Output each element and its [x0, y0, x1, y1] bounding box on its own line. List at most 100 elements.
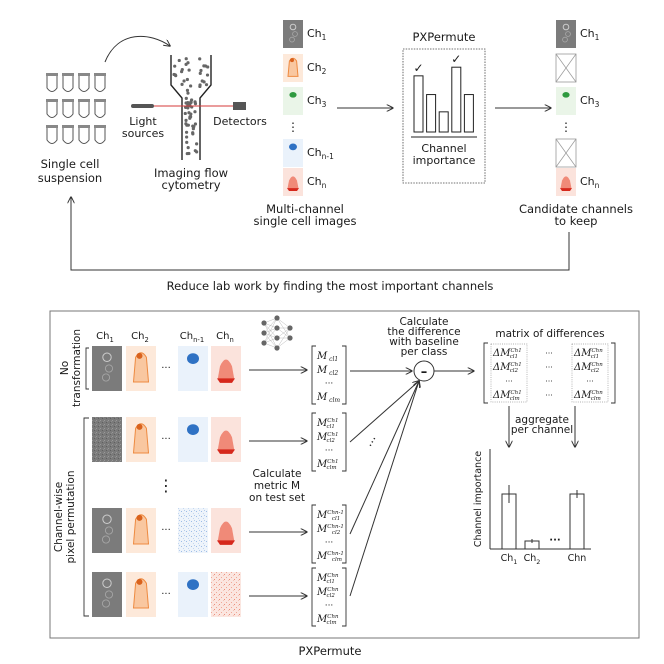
row-image-tile: [211, 508, 241, 553]
minus-icon: –: [421, 365, 428, 380]
svg-text:···: ···: [325, 379, 334, 389]
svg-text:···: ···: [545, 377, 553, 386]
kept-channel-label: Chn: [580, 175, 600, 190]
cell-dot: [172, 72, 176, 77]
multichannel-label-1: Multi-channel: [266, 202, 344, 216]
lines-ellipsis: ···: [364, 434, 382, 451]
permuted-image-row: ···: [92, 508, 307, 553]
chart-bar-Chn: [569, 493, 585, 550]
channel-label: Chn: [307, 175, 327, 190]
pxpermute-panel-frame: [49, 310, 640, 639]
no-transform-label-2: transformation: [71, 329, 83, 407]
cell-dot: [180, 82, 184, 87]
perm-to-diff-arrow: [349, 381, 419, 597]
x-tick-label: Ch2: [524, 553, 541, 566]
channel-label: Ch3: [307, 94, 327, 109]
columns-ellipsis: ···: [161, 363, 171, 374]
cell-dot: [198, 57, 202, 61]
cell-dot: [184, 118, 188, 123]
calc-diff-label-3: with baseline: [389, 336, 459, 348]
bar-ellipsis: ···: [549, 535, 560, 546]
calc-metric-label-3: on test set: [249, 492, 305, 504]
cell-dot: [188, 101, 192, 105]
cell-dot: [193, 149, 197, 153]
importance-bar: [463, 94, 474, 133]
columns-ellipsis: ···: [161, 589, 171, 600]
column-header: Chn: [216, 331, 234, 344]
cell-dot: [193, 122, 198, 126]
kept-label-2: to keep: [555, 214, 598, 228]
x-tick-label: Chn: [568, 553, 587, 564]
row-image-tile: [126, 572, 156, 617]
perm-to-diff-arrow: [349, 381, 419, 535]
row-image-tile: [178, 346, 208, 391]
tube-icon: [94, 99, 106, 118]
row-image-tile: [211, 417, 241, 462]
permutation-label-1: Channel-wise: [53, 482, 65, 552]
importance-bar: [451, 66, 462, 133]
cell-dot: [200, 79, 204, 83]
cell-dot: [204, 83, 209, 87]
channel-image-5: [283, 168, 303, 196]
light-sources-label-2: sources: [122, 127, 165, 140]
row-group-no-transform: No transformation: [59, 329, 89, 407]
cell-dot: [184, 62, 188, 67]
flow-cytometer-icon: [131, 55, 246, 160]
importance-bar: [413, 75, 424, 133]
flow-arrow-icon: [104, 35, 170, 63]
cell-dot: [189, 84, 193, 88]
check-icon: ✓: [451, 52, 461, 66]
cell-dot: [191, 131, 195, 135]
pxpermute-bars: ✓✓: [413, 52, 474, 133]
channel-image-1: [283, 20, 303, 48]
footer-pxpermute-label: PXPermute: [298, 644, 361, 658]
permuted-image-row: ···: [92, 572, 307, 617]
cell-dot: [180, 70, 184, 74]
kept-vertical-ellipsis: ⋮: [560, 120, 572, 134]
column-header: Chn-1: [180, 331, 204, 344]
permuted-image-row: ···: [92, 417, 307, 462]
removed-channel-icon: [555, 53, 577, 83]
suspension-label-1: Single cell: [41, 157, 100, 171]
cell-dot: [184, 101, 188, 105]
metric-entry: M cl1: [316, 351, 338, 363]
cell-dot: [198, 83, 202, 87]
no-transform-label-1: No: [59, 361, 71, 375]
row-image-tile: [211, 346, 241, 391]
detectors-label: Detectors: [213, 115, 267, 128]
row-image-tile: [92, 417, 122, 462]
cell-dot: [185, 77, 189, 82]
kept-channel-label: Ch1: [580, 27, 600, 42]
tube-icon: [78, 73, 90, 92]
aggregate-label-2: per channel: [511, 424, 573, 436]
y-axis-label: Channel importance: [473, 451, 484, 547]
tube-rack-icon: [46, 73, 106, 144]
row-image-tile: [178, 417, 208, 462]
tube-icon: [46, 125, 58, 144]
row-image-tile: [211, 572, 241, 617]
kept-channel-image: [556, 168, 576, 196]
cell-dot: [186, 123, 190, 127]
top-panel: Single cell suspension Light sources Det…: [38, 20, 633, 293]
tube-icon: [62, 99, 74, 118]
cell-dot: [184, 130, 189, 134]
cell-dot: [195, 142, 199, 146]
metric-entry: M cl2: [316, 365, 338, 377]
svg-text:···: ···: [545, 363, 553, 372]
channels-vertical-ellipsis: ⋮: [287, 120, 299, 134]
row-image-tile: [178, 508, 208, 553]
tube-icon: [62, 73, 74, 92]
svg-text:···: ···: [505, 377, 513, 386]
